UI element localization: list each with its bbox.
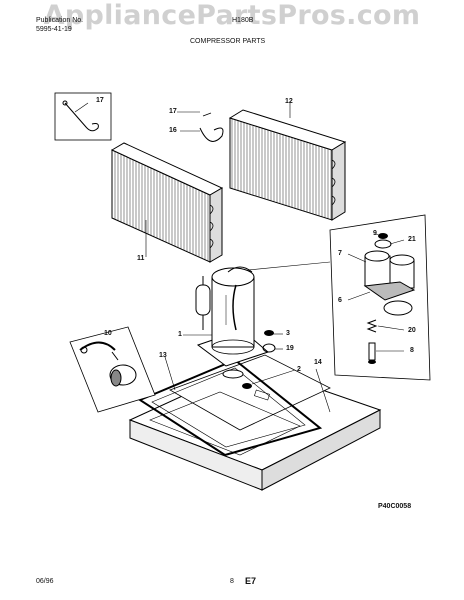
callout-14: 14: [314, 359, 322, 366]
callout-6: 6: [338, 297, 342, 304]
publication-label: Publication No.: [36, 17, 84, 24]
insulator-13-drawing: [137, 358, 323, 457]
watermark-text: AppliancePartsPros.com: [43, 0, 421, 31]
callout-12: 12: [285, 98, 293, 105]
callout-17: 17: [169, 108, 177, 115]
callout-1: 1: [178, 331, 182, 338]
compressor-drawing: [195, 266, 270, 389]
footer-page-number: 8: [230, 578, 234, 585]
callout-2: 2: [297, 366, 301, 373]
footer-date: 06/96: [36, 578, 54, 585]
footer-section-code: E7: [245, 576, 257, 586]
mount-detail-box: [329, 214, 431, 381]
callout-16: 16: [169, 127, 177, 134]
callout-17-box: 17: [96, 97, 104, 104]
overload-detail-box: [69, 326, 156, 413]
base-pan-drawing: [128, 354, 382, 491]
figure-code: P40C0058: [378, 503, 412, 510]
callout-11: 11: [137, 255, 145, 262]
publication-number: 5995-41-19: [36, 26, 72, 33]
coil-11-drawing: [110, 142, 224, 263]
callout-20: 20: [408, 327, 416, 334]
model-number: H180B: [232, 17, 254, 24]
section-title: COMPRESSOR PARTS: [190, 38, 266, 45]
callout-13: 13: [159, 352, 167, 359]
callout-19: 19: [286, 345, 294, 352]
callout-7: 7: [338, 250, 342, 257]
callout-21: 21: [408, 236, 416, 243]
sensor-detail-box: [54, 92, 112, 141]
callout-8: 8: [410, 347, 414, 354]
coil-12-drawing: [228, 109, 347, 221]
callout-3: 3: [286, 330, 290, 337]
callout-9: 9: [373, 230, 377, 237]
callout-10: 10: [104, 330, 112, 337]
